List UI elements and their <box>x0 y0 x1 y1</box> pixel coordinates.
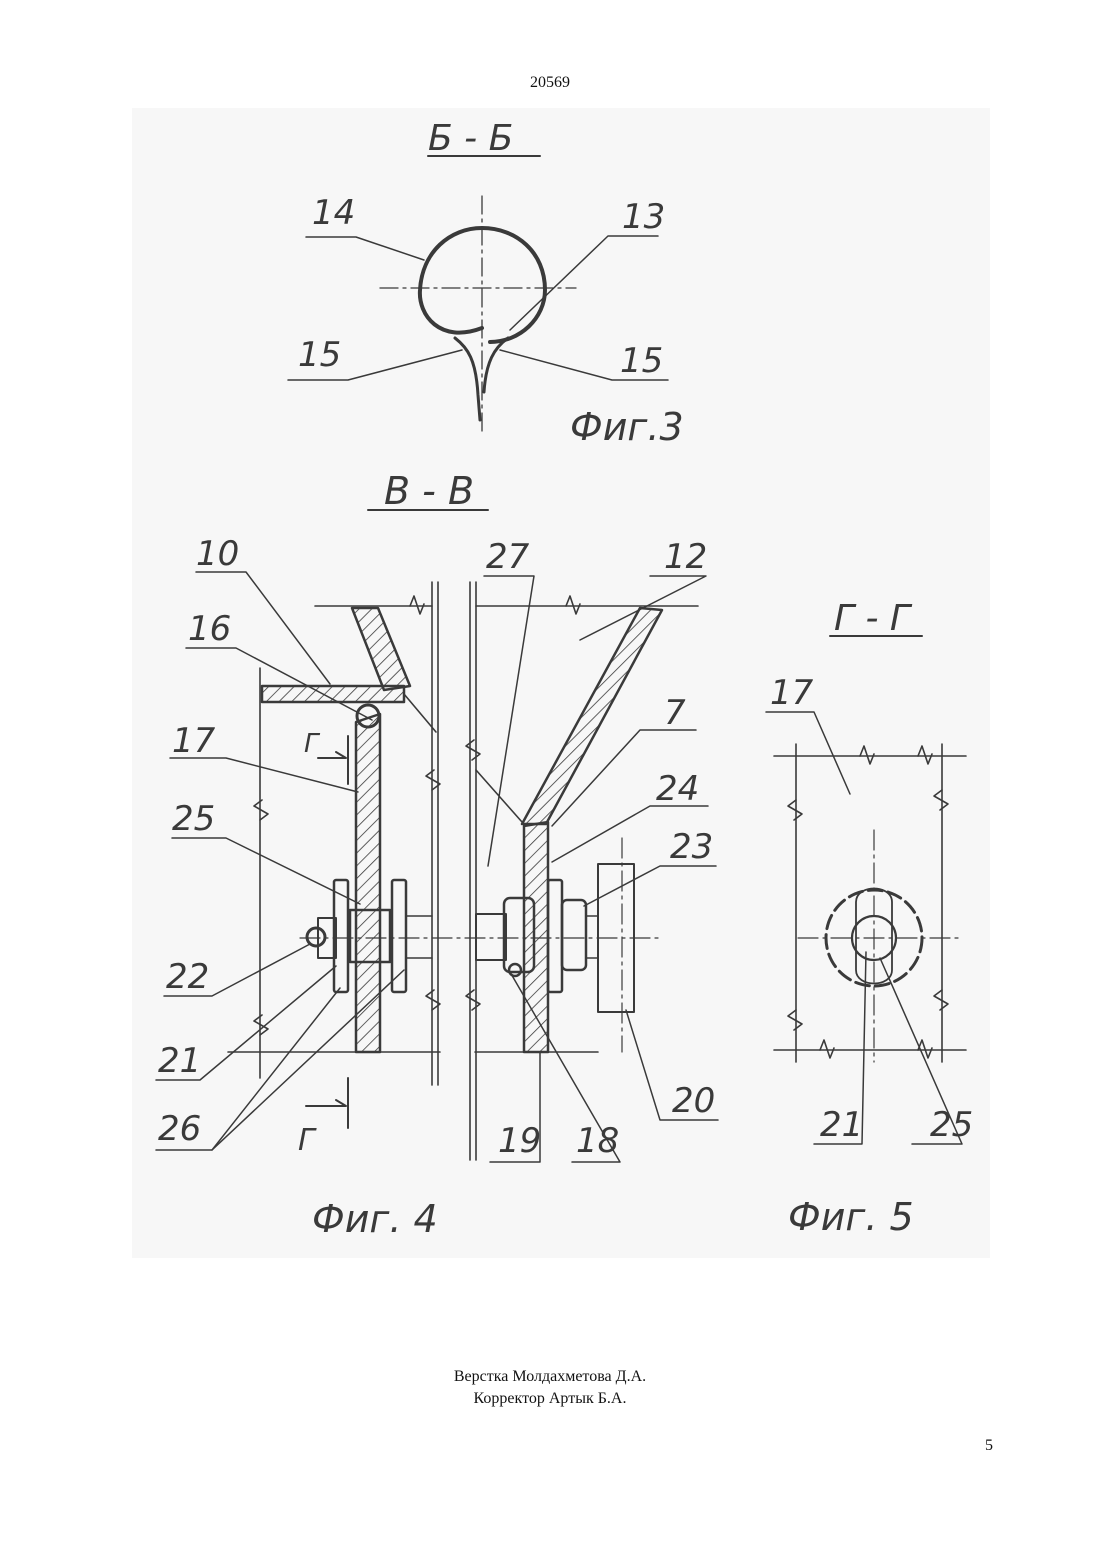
callout-22: 22 <box>166 957 209 997</box>
callout-13: 13 <box>622 197 665 237</box>
callout-18: 18 <box>576 1121 619 1161</box>
callout-26: 26 <box>158 1109 201 1149</box>
fig5-section-label: Г - Г <box>834 598 913 639</box>
callout-15-left: 15 <box>298 335 341 375</box>
fig5-callout-17: 17 <box>770 673 814 713</box>
callout-20: 20 <box>672 1081 715 1121</box>
fig4-section-label: В - В <box>384 469 474 513</box>
fig3-section-label: Б - Б <box>428 118 513 159</box>
callout-14: 14 <box>312 193 355 233</box>
callout-10: 10 <box>196 534 239 574</box>
layout-credit: Верстка Молдахметова Д.А. <box>0 1366 1100 1388</box>
corrector-credit: Корректор Артык Б.А. <box>0 1388 1100 1410</box>
fig4-section-marker-top: Г <box>304 729 321 759</box>
callout-12: 12 <box>664 537 707 577</box>
fig3-caption: Фиг.3 <box>570 405 684 449</box>
callout-25: 25 <box>172 799 215 839</box>
callout-24: 24 <box>656 769 699 809</box>
fig5-callout-25: 25 <box>930 1105 973 1145</box>
callout-27: 27 <box>486 537 530 577</box>
fig5-callout-21: 21 <box>820 1105 863 1145</box>
fig4-section-marker-bottom: Г <box>298 1123 317 1158</box>
callout-19: 19 <box>498 1121 541 1161</box>
credits-block: Верстка Молдахметова Д.А. Корректор Арты… <box>0 1366 1100 1410</box>
callout-21: 21 <box>158 1041 201 1081</box>
callout-23: 23 <box>670 827 713 867</box>
callout-15-right: 15 <box>620 341 663 381</box>
fig5-caption: Фиг. 5 <box>788 1195 914 1239</box>
fig4-caption: Фиг. 4 <box>312 1197 438 1241</box>
callout-7: 7 <box>664 693 686 733</box>
callout-16: 16 <box>188 609 231 649</box>
callout-17: 17 <box>172 721 216 761</box>
page-number: 5 <box>985 1437 993 1455</box>
